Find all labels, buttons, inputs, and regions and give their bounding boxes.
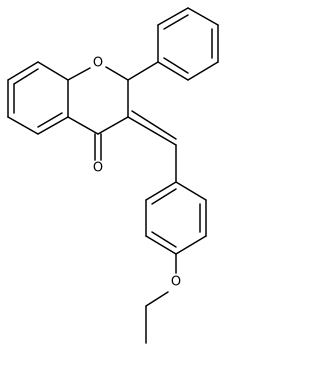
ethoxy-group: [145, 253, 177, 344]
ether-oxygen-label: O: [171, 275, 181, 290]
carbonyl-oxygen-label: O: [93, 161, 103, 176]
phenyl-ring: [127, 7, 219, 81]
chemical-structure: O O O: [7, 7, 219, 344]
benzo-ring: [7, 61, 69, 135]
pyranone-ring: [67, 66, 129, 135]
ethoxyphenyl-ring: [145, 144, 207, 255]
carbonyl-bond: [94, 133, 102, 161]
ring-oxygen-label: O: [93, 56, 103, 71]
exocyclic-double-bond: [127, 110, 177, 146]
